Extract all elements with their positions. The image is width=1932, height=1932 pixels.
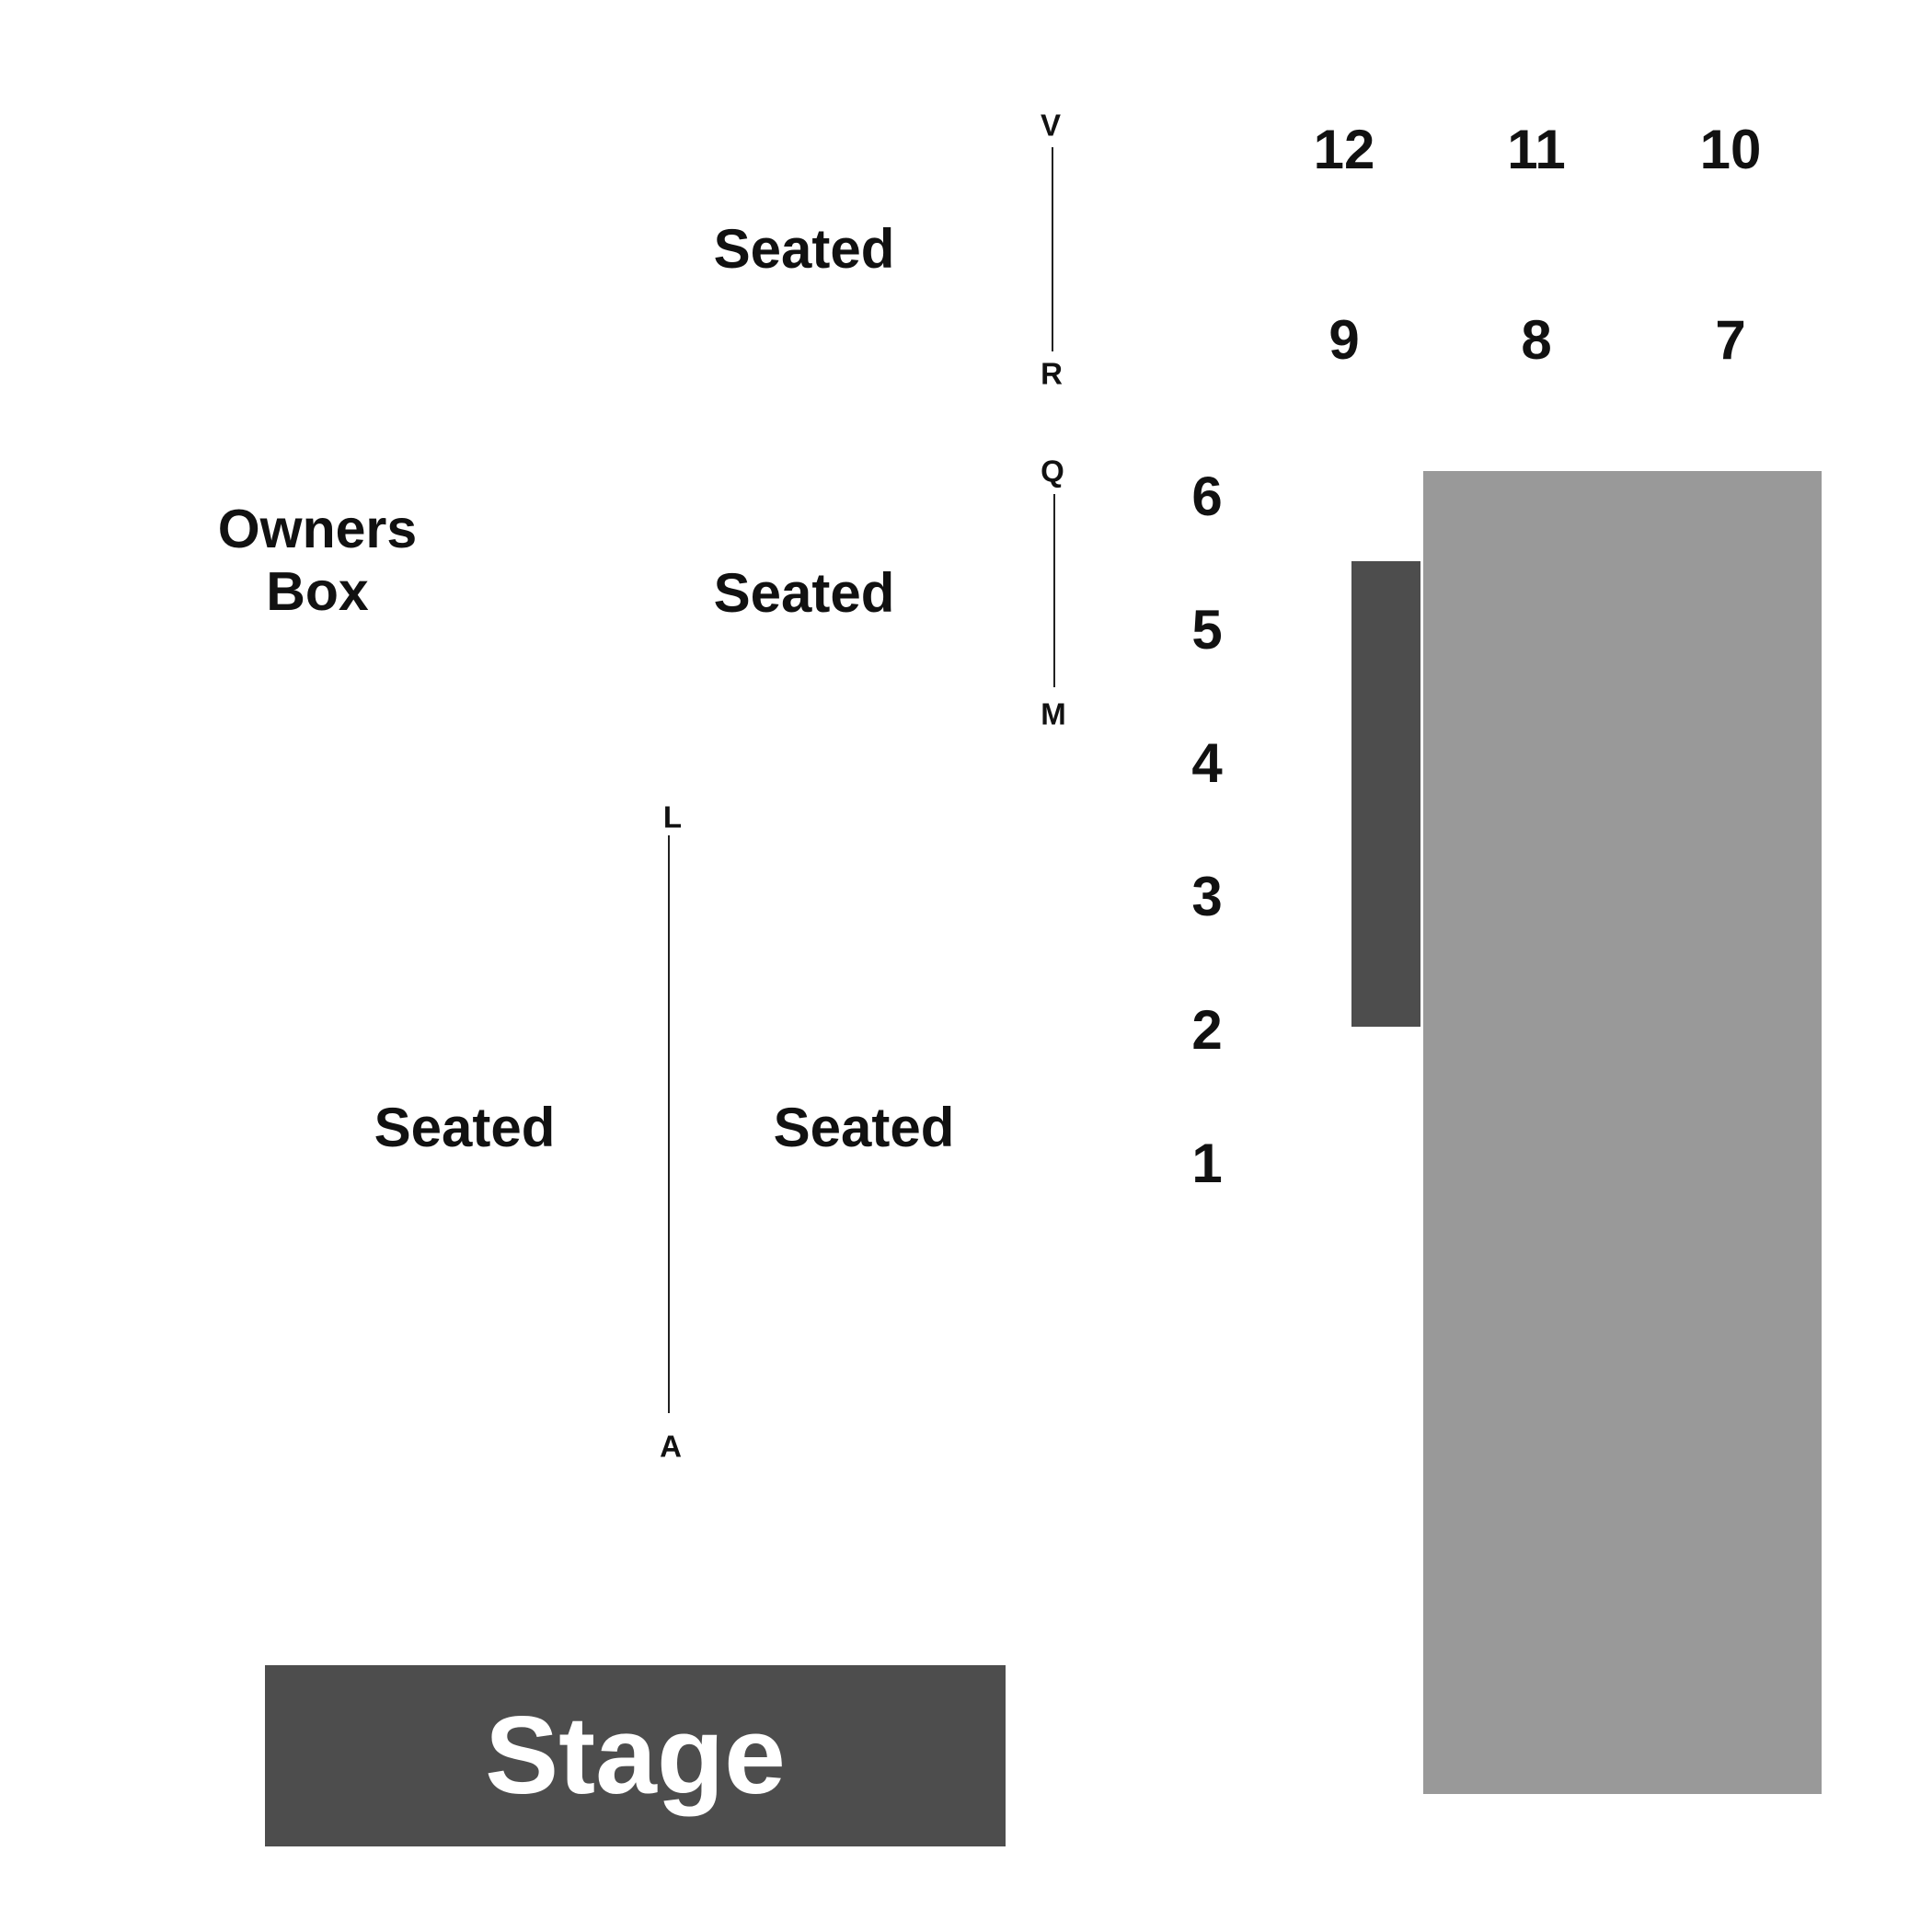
owners-box-line1: Owners	[217, 499, 418, 559]
box-11[interactable]: 11	[1507, 119, 1566, 180]
box-7[interactable]: 7	[1715, 309, 1746, 371]
box-1[interactable]: 1	[1191, 1133, 1223, 1194]
box-2[interactable]: 2	[1191, 999, 1223, 1061]
row-line-middle	[1053, 494, 1055, 687]
row-line-lower	[668, 835, 670, 1413]
section-seated-lower-left[interactable]: Seated	[374, 1097, 556, 1158]
row-marker-middle-top: Q	[1041, 454, 1064, 489]
row-marker-upper-bottom: R	[1041, 356, 1063, 391]
box-12[interactable]: 12	[1313, 119, 1375, 180]
tall-grey-block	[1423, 471, 1822, 1794]
row-marker-lower-top: L	[662, 799, 683, 834]
box-3[interactable]: 3	[1191, 866, 1223, 927]
box-4[interactable]: 4	[1191, 732, 1223, 794]
row-line-upper	[1052, 147, 1053, 351]
box-8[interactable]: 8	[1521, 309, 1552, 371]
box-9[interactable]: 9	[1328, 309, 1360, 371]
box-6[interactable]: 6	[1191, 466, 1223, 527]
box-10[interactable]: 10	[1699, 119, 1762, 180]
box-5[interactable]: 5	[1191, 599, 1223, 661]
stage-label: Stage	[485, 1693, 786, 1817]
section-seated-lower-right[interactable]: Seated	[773, 1097, 955, 1158]
section-owners-box[interactable]: Owners Box	[218, 498, 417, 623]
stage: Stage	[265, 1665, 1006, 1846]
narrow-dark-block	[1351, 561, 1420, 1027]
row-marker-lower-bottom: A	[660, 1429, 682, 1464]
section-seated-middle[interactable]: Seated	[713, 562, 895, 624]
row-marker-upper-top: V	[1040, 108, 1062, 143]
owners-box-line2: Box	[266, 561, 369, 622]
section-seated-upper[interactable]: Seated	[713, 218, 895, 280]
row-marker-middle-bottom: M	[1041, 696, 1066, 731]
